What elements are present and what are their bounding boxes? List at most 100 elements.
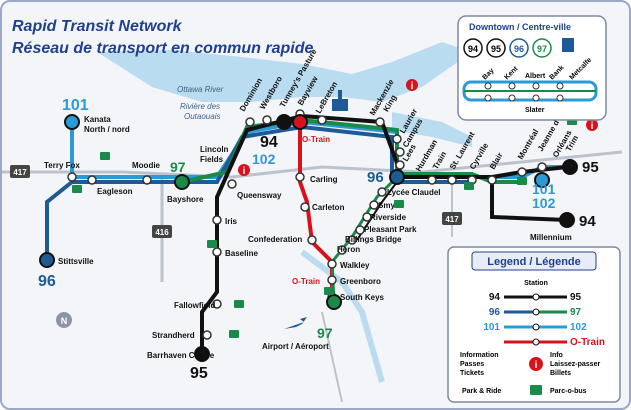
compass-icon: N — [56, 312, 72, 328]
station-baseline — [212, 247, 222, 257]
label-fallowfield: Fallowfield — [174, 301, 215, 310]
svg-text:i: i — [591, 121, 594, 132]
label-stittsville: Stittsville — [58, 257, 94, 266]
shield-417-west: 417 — [10, 165, 30, 178]
lincoln-line1: Lincoln — [200, 145, 229, 154]
station-blair — [487, 175, 497, 185]
label-billings-bridge: Billings Bridge — [345, 235, 402, 244]
inset-route-95: 95 — [491, 44, 501, 54]
label-river-fr-2: Outaouais — [184, 112, 220, 121]
map-title-en: Rapid Transit Network — [12, 18, 182, 35]
terminus-orleans — [534, 172, 550, 188]
route-94-centre: 94 — [260, 134, 278, 151]
svg-text:417: 417 — [13, 168, 27, 177]
label-carling: Carling — [310, 175, 338, 184]
route-102-east: 102 — [532, 195, 556, 211]
legend-station: Station — [524, 280, 548, 287]
label-walkley: Walkley — [340, 261, 370, 270]
map-title-fr: Réseau de transport en commun rapide — [12, 40, 314, 57]
legend-park-fr: Parc-o-bus — [550, 388, 587, 395]
legend-row1-left: 96 — [489, 307, 501, 318]
label-confederation: Confederation — [248, 235, 302, 244]
river-arm — [392, 112, 472, 147]
station-mackenzie — [375, 117, 385, 127]
ottawa-river — [97, 42, 472, 102]
station-campus — [395, 147, 405, 157]
label-blair: Blair — [488, 151, 505, 171]
airport-plane-icon — [284, 317, 307, 329]
label-smyth: Smyth — [378, 201, 403, 210]
station-terry-fox — [67, 172, 77, 182]
rideau-river — [300, 249, 385, 383]
inset-street-albert: Albert — [525, 73, 546, 80]
label-barrhaven: Barrhaven Centre — [147, 351, 215, 360]
legend: Legend / Légende Station 94 95 96 97 101… — [447, 246, 621, 403]
label-queensway: Queensway — [237, 191, 282, 200]
station-iris — [212, 215, 222, 225]
station-queensway — [227, 179, 237, 189]
info-icon-top: i — [406, 79, 418, 92]
station-carleton — [300, 202, 310, 212]
label-millennium: Millennium — [530, 233, 572, 242]
label-baseline: Baseline — [225, 249, 258, 258]
station-greenboro — [327, 275, 337, 285]
legend-park-icon — [530, 385, 542, 395]
label-south-keys: South Keys — [340, 293, 385, 302]
station-heron — [337, 245, 347, 255]
station-billings — [347, 235, 357, 245]
info-icon: i — [238, 164, 250, 177]
station-lebreton — [317, 115, 327, 125]
legend-row1-right: 97 — [570, 307, 582, 318]
legend-title: Legend / Légende — [487, 256, 581, 268]
parliament-icon — [332, 90, 348, 111]
legend-row3-right: O-Train — [570, 337, 605, 348]
terminus-hurdman — [389, 169, 405, 185]
inset-parliament-icon — [562, 38, 574, 52]
kanata-line2: North / nord — [84, 125, 130, 134]
label-pimisi: O-Train — [302, 135, 330, 144]
station-dominion — [245, 117, 255, 127]
downtown-inset: Downtown / Centre-ville 94 95 96 97 Bay … — [457, 15, 607, 121]
label-bayshore: Bayshore — [167, 195, 204, 204]
label-river-fr-1: Rivière des — [180, 102, 220, 111]
station-smyth — [369, 200, 379, 210]
info-icon-east: i — [586, 119, 598, 132]
label-otrain-south: O-Train — [292, 277, 320, 286]
station-pimisi — [292, 114, 308, 130]
station-montreal — [517, 167, 527, 177]
route-101-top: 101 — [62, 97, 89, 114]
svg-text:N: N — [61, 316, 68, 326]
station-lees — [395, 160, 405, 170]
legend-row0-left: 94 — [489, 292, 501, 303]
svg-text:i: i — [243, 166, 246, 177]
svg-text:i: i — [411, 81, 414, 92]
legend-row0-right: 95 — [570, 292, 582, 303]
station-eagleson — [87, 175, 97, 185]
station-carling — [295, 172, 305, 182]
station-strandherd — [202, 330, 212, 340]
kanata-line1: Kanata — [84, 115, 111, 124]
line-96 — [45, 124, 472, 260]
route-97-south: 97 — [317, 325, 333, 341]
label-terry-fox: Terry Fox — [44, 161, 80, 170]
label-lycee: Lycée Claudel — [387, 188, 441, 197]
label-moodie: Moodie — [132, 161, 161, 170]
station-pleasant — [355, 225, 365, 235]
label-carleton: Carleton — [312, 203, 345, 212]
label-greenboro: Greenboro — [340, 277, 381, 286]
station-lycee — [377, 187, 387, 197]
terminus-kanata — [64, 114, 80, 130]
route-95-south: 95 — [190, 365, 208, 382]
svg-text:416: 416 — [155, 228, 169, 237]
svg-text:i: i — [535, 360, 538, 371]
svg-text:417: 417 — [445, 215, 459, 224]
terminus-airport — [326, 294, 342, 310]
label-train: Train — [431, 150, 448, 171]
terminus-barrhaven — [194, 346, 210, 362]
station-st-laurent — [447, 175, 457, 185]
shield-416: 416 — [152, 225, 172, 238]
